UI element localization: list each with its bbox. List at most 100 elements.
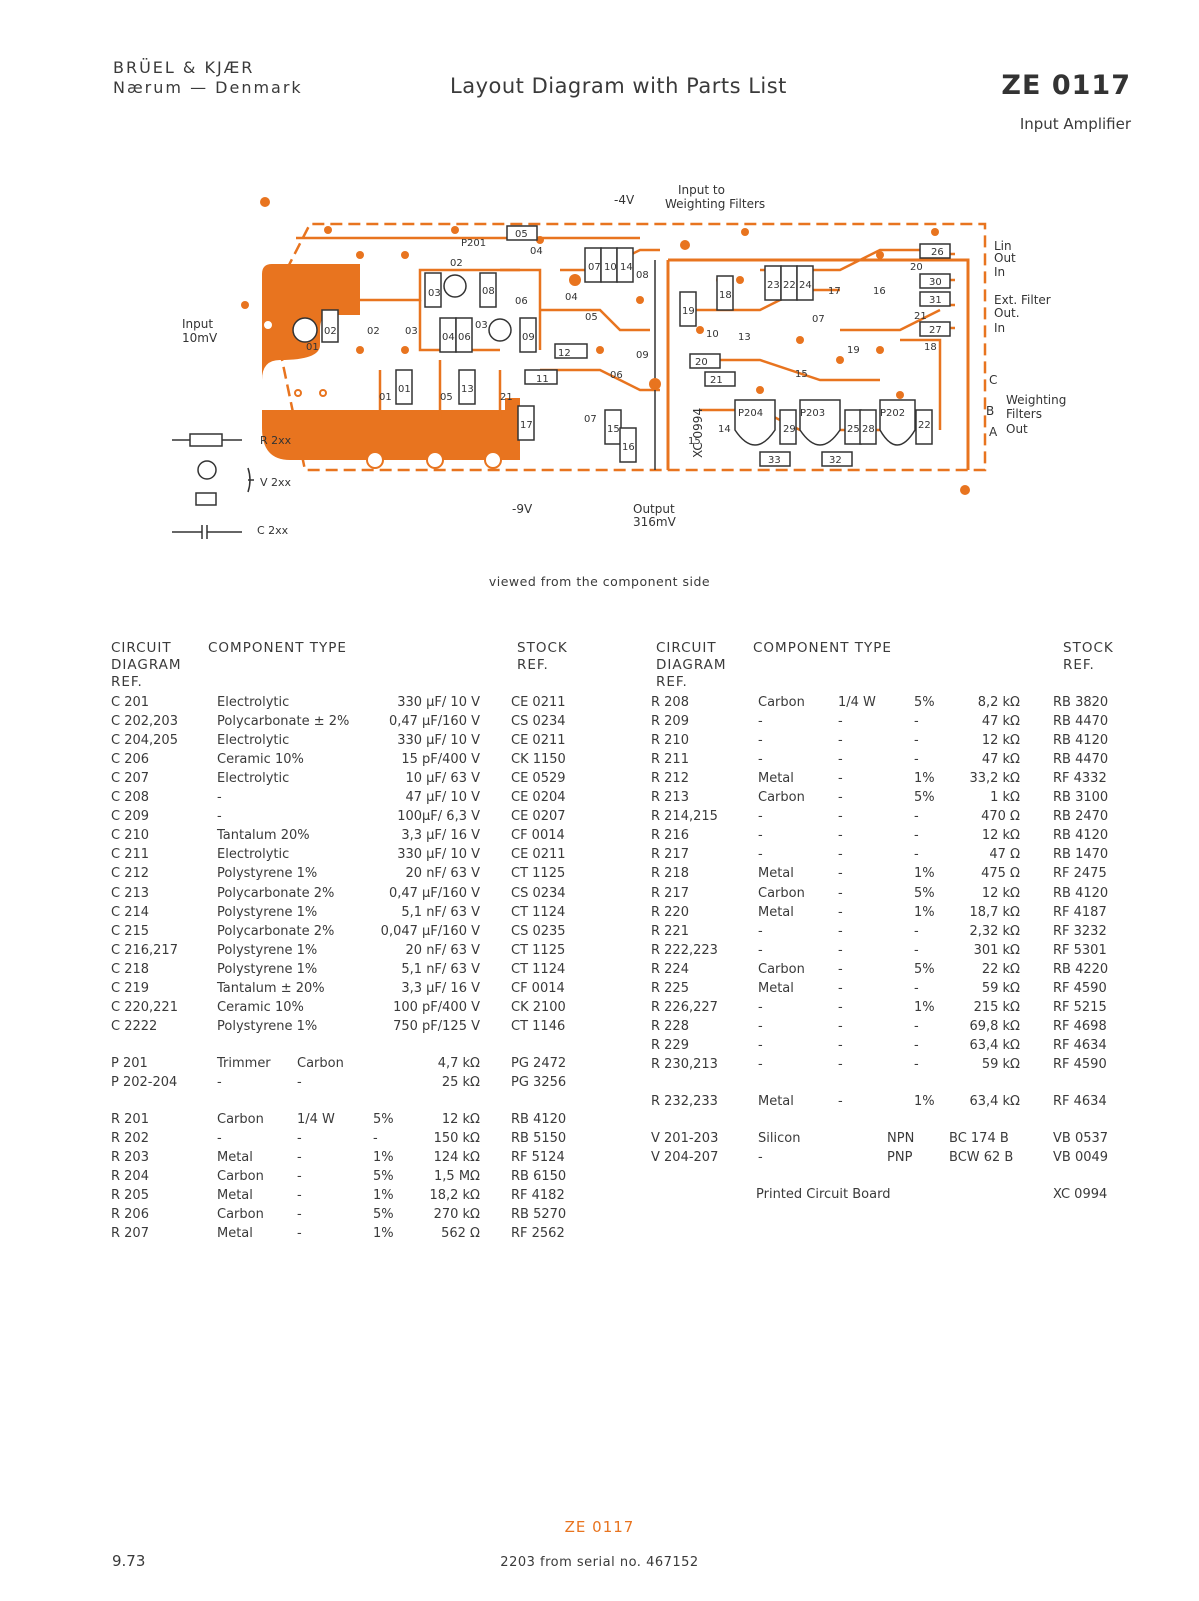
weighting-out-label: Out: [1006, 422, 1028, 436]
part-tolerance: -: [914, 847, 919, 863]
component-outlines: [292, 225, 951, 467]
part-type: Metal: [758, 904, 794, 920]
part-value: 150 kΩ: [433, 1131, 480, 1147]
page-title: Layout Diagram with Parts List: [450, 74, 787, 98]
part-ref: R 226,227: [651, 999, 718, 1015]
part-ref: R 204: [111, 1169, 149, 1185]
filters-label: Filters: [1006, 407, 1042, 421]
part-tolerance: -: [914, 733, 919, 749]
part-ref: R 217: [651, 847, 689, 863]
document-code: ZE 0117: [1001, 70, 1131, 101]
part-value: BC 174 B: [949, 1131, 1009, 1147]
svg-text:33: 33: [768, 455, 781, 466]
part-ref: R 229: [651, 1037, 689, 1053]
part-stock-ref: RF 3232: [1053, 923, 1107, 939]
part-value: 3,3 µF/ 16 V: [401, 980, 480, 996]
svg-text:06: 06: [458, 332, 471, 343]
svg-text:05: 05: [440, 392, 453, 403]
part-stock-ref: CK 1150: [511, 752, 566, 768]
part-type: -: [758, 999, 763, 1015]
part-value: 8,2 kΩ: [977, 695, 1020, 710]
svg-text:19: 19: [847, 345, 860, 356]
part-tolerance: 5%: [373, 1169, 394, 1185]
svg-text:02: 02: [367, 326, 380, 337]
part-tolerance: -: [914, 980, 919, 996]
part-type: Carbon: [217, 1112, 264, 1127]
svg-text:21: 21: [710, 375, 723, 386]
right-component-type-header: COMPONENT TYPE: [753, 640, 892, 656]
svg-text:10: 10: [706, 329, 719, 340]
part-type: Silicon: [758, 1131, 801, 1147]
part-rating: -: [838, 809, 843, 825]
part-tolerance: 5%: [914, 695, 935, 710]
part-ref: R 212: [651, 771, 689, 787]
part-value: 330 µF/ 10 V: [397, 733, 480, 749]
part-value: 562 Ω: [441, 1226, 480, 1242]
part-tolerance: -: [373, 1131, 378, 1147]
part-stock-ref: XC 0994: [1053, 1187, 1108, 1203]
part-tolerance: 5%: [373, 1207, 394, 1223]
right-circuit-ref-header: CIRCUIT DIAGRAM REF.: [656, 640, 727, 691]
part-ref: C 220,221: [111, 999, 178, 1015]
svg-text:09: 09: [636, 350, 649, 361]
part-type: Tantalum 20%: [217, 828, 310, 844]
part-type: -: [758, 828, 763, 844]
part-ref: C 212: [111, 866, 150, 882]
part-ref: R 209: [651, 714, 689, 730]
part-ref: C 216,217: [111, 942, 178, 958]
part-value: 69,8 kΩ: [969, 1018, 1020, 1034]
part-type: Metal: [217, 1150, 253, 1166]
part-value: 124 kΩ: [433, 1150, 480, 1166]
page-subtitle: Input Amplifier: [1019, 115, 1131, 133]
part-rating: 1/4 W: [838, 695, 876, 710]
company-name: BRÜEL & KJÆR: [113, 58, 255, 77]
part-rating: -: [838, 790, 843, 806]
part-rating: -: [838, 733, 843, 749]
part-type: Carbon: [758, 790, 805, 806]
svg-text:15: 15: [795, 369, 808, 380]
svg-text:08: 08: [482, 286, 495, 297]
stock-header: STOCK: [517, 640, 568, 656]
part-value: 100 pF/400 V: [393, 999, 480, 1015]
part-value: 10 µF/ 63 V: [405, 771, 480, 787]
part-value: 215 kΩ: [973, 999, 1020, 1015]
b-label: B: [986, 404, 994, 418]
svg-text:01: 01: [398, 384, 411, 395]
part-type: -: [217, 1074, 222, 1090]
part-value: 4,7 kΩ: [437, 1055, 480, 1071]
svg-text:04: 04: [442, 332, 455, 343]
part-type: -: [217, 1131, 222, 1147]
svg-text:13: 13: [461, 384, 474, 395]
lin-label: Lin: [994, 239, 1012, 253]
part-rating: -: [297, 1207, 302, 1223]
svg-text:17: 17: [828, 286, 841, 297]
output-label: Output: [633, 502, 675, 516]
svg-text:04: 04: [530, 246, 543, 257]
company-location: Nærum — Denmark: [113, 78, 303, 97]
svg-text:13: 13: [738, 332, 751, 343]
part-ref: R 225: [651, 980, 689, 996]
part-ref: C 208: [111, 790, 150, 806]
weighting-filters-label: Weighting Filters: [665, 197, 765, 211]
part-type: Trimmer: [217, 1055, 271, 1071]
part-stock-ref: RF 4590: [1053, 1056, 1107, 1072]
part-stock-ref: VB 0049: [1053, 1150, 1109, 1166]
part-value: 59 kΩ: [981, 980, 1020, 996]
diagram-header: DIAGRAM: [656, 657, 727, 673]
svg-text:07: 07: [588, 262, 601, 273]
part-type: Tantalum ± 20%: [217, 980, 325, 996]
svg-text:30: 30: [929, 277, 942, 288]
part-stock-ref: RF 4634: [1053, 1094, 1107, 1109]
svg-text:12: 12: [558, 348, 571, 359]
